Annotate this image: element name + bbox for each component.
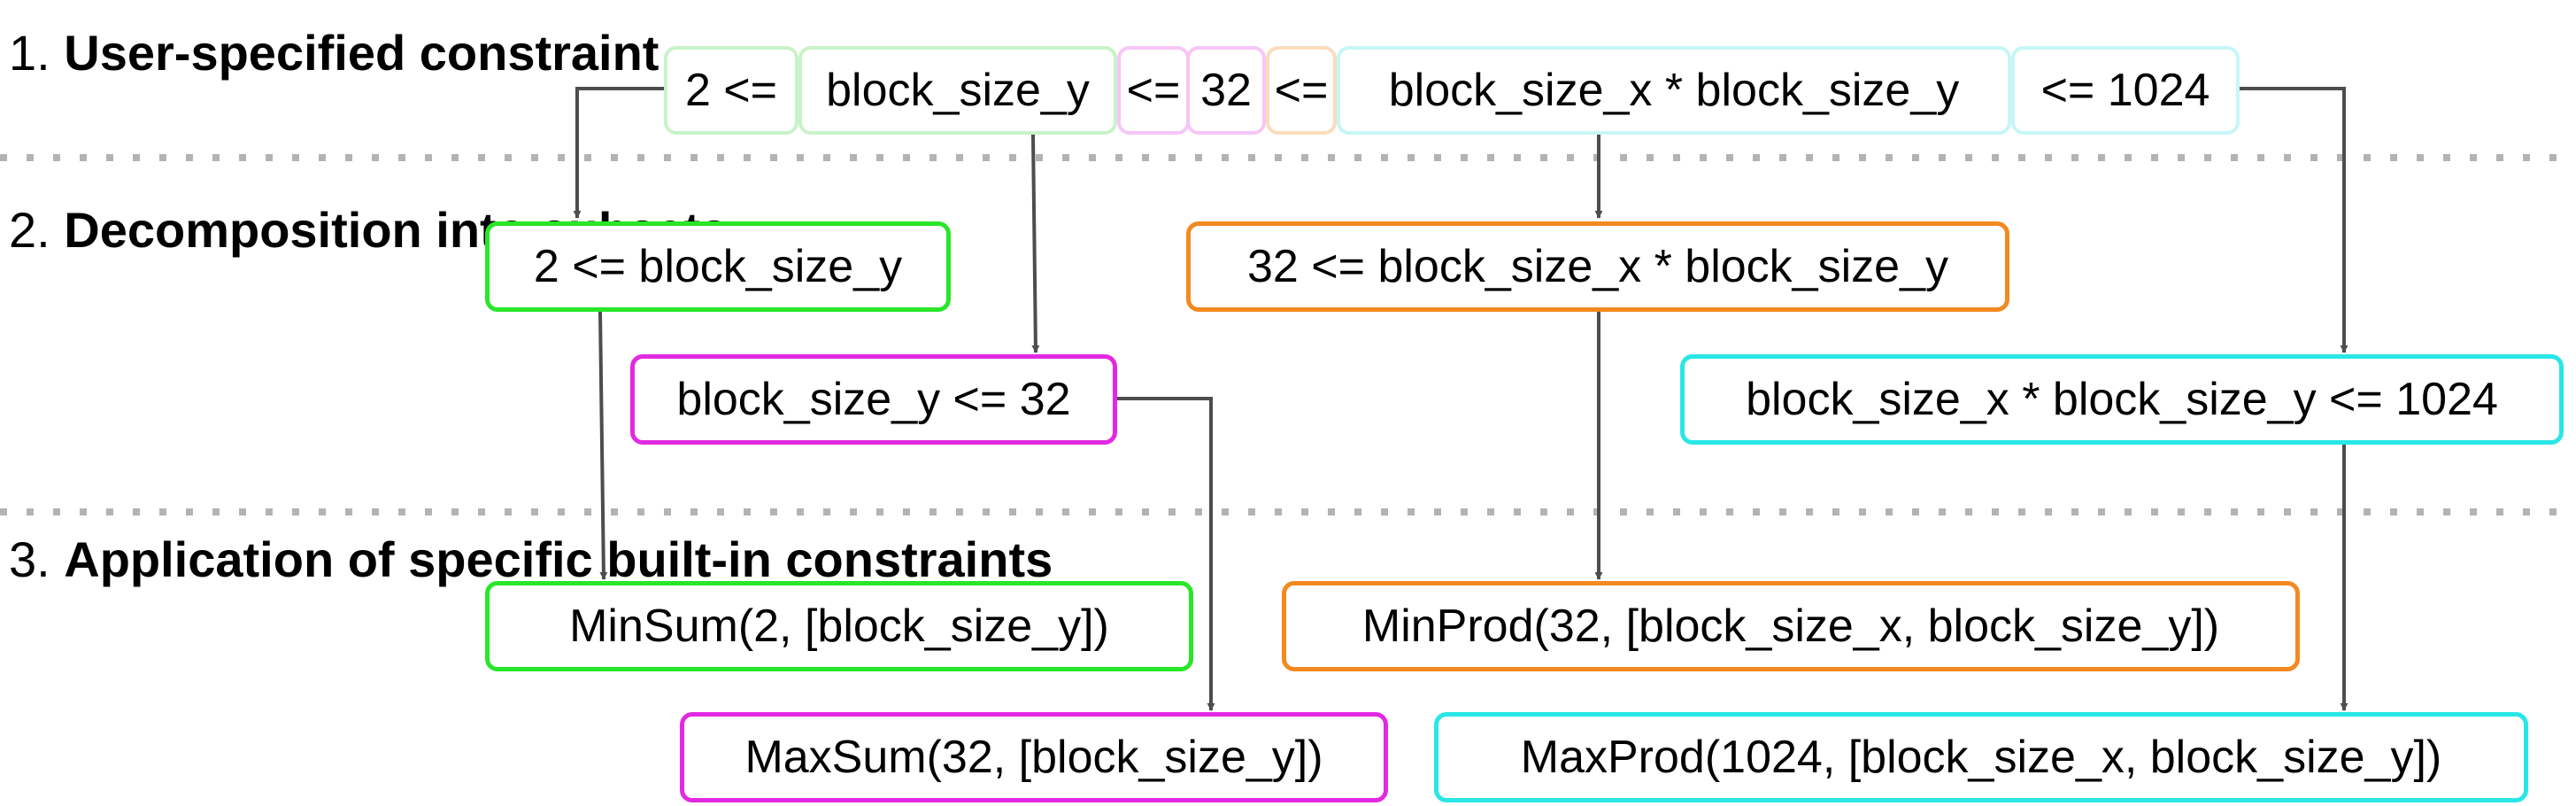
- builtin-minsum: MinSum(2, [block_size_y]): [485, 581, 1193, 671]
- arrow-to-green-subset: [573, 87, 664, 219]
- constraint-fragment-product: block_size_x * block_size_y: [1337, 46, 2011, 135]
- step-1-number: 1.: [9, 25, 50, 81]
- subset-max-block-size-y: block_size_y <= 32: [630, 354, 1117, 445]
- constraint-fragment-32: 32: [1186, 46, 1266, 135]
- constraint-fragment-lower-bound: 2 <=: [664, 46, 798, 135]
- subset-max-product: block_size_x * block_size_y <= 1024: [1680, 354, 2564, 445]
- arrow-to-green-builtin: [598, 311, 608, 580]
- subset-min-product: 32 <= block_size_x * block_size_y: [1186, 221, 2009, 312]
- constraint-fragment-upper-bound: <= 1024: [2011, 46, 2240, 135]
- step-3-title: Application of specific built-in constra…: [64, 531, 1053, 587]
- step-label-3: 3. Application of specific built-in cons…: [9, 530, 1053, 590]
- arrow-to-magenta-subset: [1031, 134, 1040, 353]
- step-2-number: 2.: [9, 202, 50, 258]
- step-label-1: 1. User-specified constraint: [9, 23, 659, 83]
- constraint-fragment-block-size-y: block_size_y: [798, 46, 1117, 135]
- step-1-title: User-specified constraint: [64, 25, 659, 81]
- subset-min-block-size-y: 2 <= block_size_y: [485, 221, 951, 312]
- constraint-fragment-le-1: <=: [1117, 46, 1190, 135]
- builtin-maxprod: MaxProd(1024, [block_size_x, block_size_…: [1434, 712, 2528, 802]
- builtin-minprod: MinProd(32, [block_size_x, block_size_y]…: [1282, 581, 2300, 671]
- arrow-to-magenta-builtin: [1117, 397, 1215, 711]
- constraint-fragment-le-2: <=: [1266, 46, 1337, 135]
- step-3-number: 3.: [9, 531, 50, 587]
- arrow-to-cyan-subset: [2240, 87, 2348, 353]
- builtin-maxsum: MaxSum(32, [block_size_y]): [680, 712, 1388, 802]
